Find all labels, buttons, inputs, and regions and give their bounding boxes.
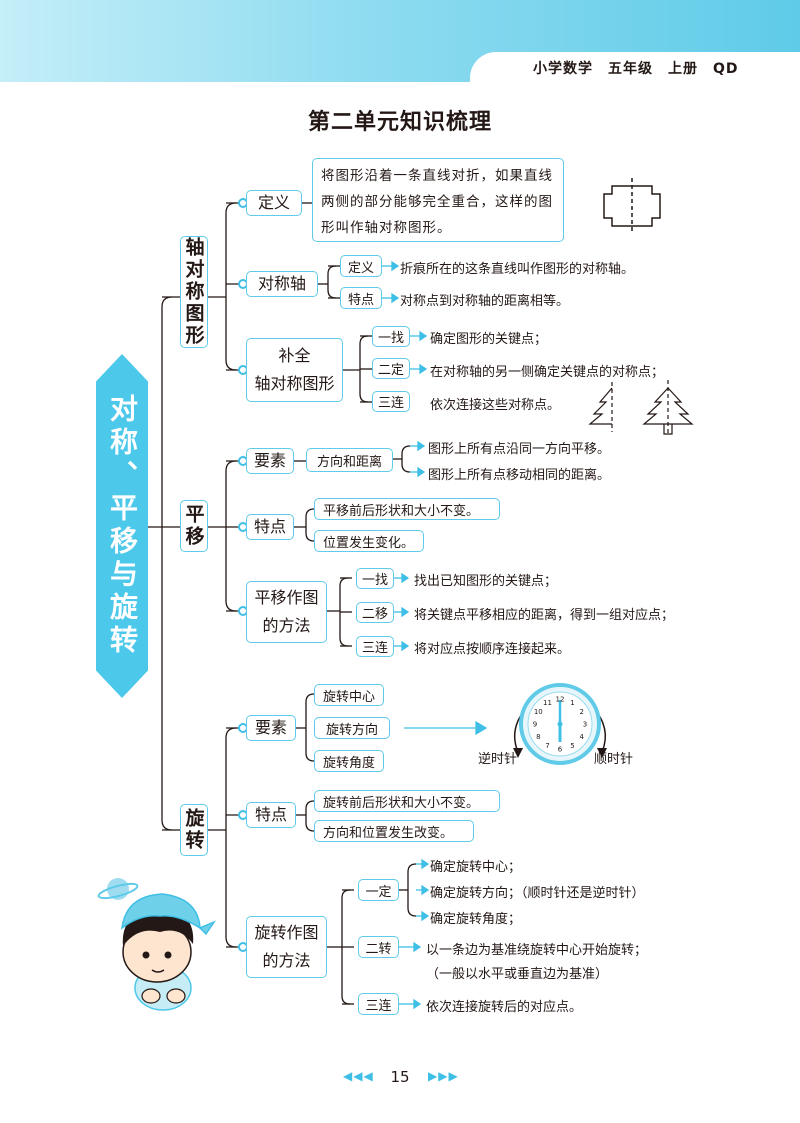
- rotation-feature-1: 旋转前后形状和大小不变。: [314, 790, 500, 812]
- translation-elements-tag: 方向和距离: [306, 448, 393, 472]
- cartoon-boy-icon: [121, 893, 217, 1011]
- clock-number: 4: [579, 733, 584, 741]
- translation-elements-label: 要素: [246, 448, 294, 474]
- translation-step-3-tag: 三连: [356, 636, 394, 657]
- clock-number: 12: [556, 696, 565, 704]
- header-subject: 小学数学 五年级 上册 QD: [533, 61, 739, 77]
- clock: [519, 683, 601, 765]
- rotation-elements-label: 要素: [246, 715, 296, 741]
- rotation-step-3-text: 依次连接旋转后的对应点。: [426, 1000, 583, 1015]
- translation-element-1: 图形上所有点沿同一方向平移。: [428, 442, 611, 457]
- clock-number: 6: [558, 746, 563, 754]
- axis-step-1-text: 确定图形的关键点；: [430, 332, 548, 347]
- clock-number: 2: [579, 708, 583, 716]
- clock-number: 10: [534, 708, 543, 716]
- symmetry-axis-definition-text: 折痕所在的这条直线叫作图形的对称轴。: [400, 262, 635, 277]
- clock-number: 7: [545, 742, 549, 750]
- header-bar: [0, 0, 800, 88]
- rotation-element-center: 旋转中心: [314, 684, 384, 706]
- category-axis-symmetry: 轴对称图形: [180, 236, 208, 348]
- axis-step-2-text: 在对称轴的另一侧确定关键点的对称点；: [430, 365, 665, 380]
- translation-step-1-text: 找出已知图形的关键点；: [414, 574, 558, 589]
- rotation-method-label: 旋转作图 的方法: [246, 916, 327, 978]
- translation-feature-2: 位置发生变化。: [314, 530, 424, 552]
- counterclockwise-label: 逆时针: [478, 752, 518, 767]
- symmetry-axis-feature-text: 对称点到对称轴的距离相等。: [400, 294, 570, 309]
- axis-step-3-text: 依次连接这些对称点。: [430, 398, 561, 413]
- symmetry-axis-feature-tag: 特点: [340, 287, 382, 309]
- clock-number: 8: [536, 733, 540, 741]
- clock-number: 1: [570, 699, 574, 707]
- clockwise-label: 顺时针: [594, 752, 634, 767]
- translation-step-2-text: 将关键点平移相应的距离，得到一组对应点；: [414, 608, 675, 623]
- clock-number: 11: [543, 699, 552, 707]
- page-number: 15: [390, 1068, 410, 1086]
- complete-symmetric-figure-label: 补全 轴对称图形: [246, 338, 343, 402]
- rotation-step-1-item-1: 确定旋转中心；: [430, 860, 522, 875]
- topic-title: 对称、平移与旋转: [106, 394, 139, 658]
- translation-step-2-tag: 二移: [356, 602, 394, 623]
- symmetry-axis-label: 对称轴: [246, 271, 318, 297]
- axis-step-3-tag: 三连: [372, 391, 410, 412]
- rotation-feature-2: 方向和位置发生改变。: [314, 820, 474, 842]
- axis-step-2-tag: 二定: [372, 358, 410, 379]
- category-rotation: 旋转: [180, 804, 208, 856]
- rotation-step-2-note: （一般以水平或垂直边为基准）: [426, 967, 609, 982]
- rotation-element-angle: 旋转角度: [314, 750, 384, 772]
- page-title: 第二单元知识梳理: [307, 110, 492, 135]
- rotation-step-2-tag: 二转: [358, 936, 399, 958]
- rotation-step-1-tag: 一定: [358, 879, 399, 901]
- translation-element-2: 图形上所有点移动相同的距离。: [428, 468, 611, 483]
- next-arrows-icon: ▶▶▶: [428, 1069, 459, 1083]
- planet-icon: [97, 878, 139, 900]
- symmetry-axis-definition-tag: 定义: [340, 255, 382, 277]
- previous-arrows-icon: ◀◀◀: [343, 1069, 374, 1083]
- header-curve: [470, 52, 800, 88]
- translation-features-label: 特点: [246, 514, 294, 540]
- rotation-step-3-tag: 三连: [358, 993, 399, 1015]
- translation-step-3-text: 将对应点按顺序连接起来。: [414, 642, 571, 657]
- rotation-step-1-item-2: 确定旋转方向；（顺时针还是逆时针）: [430, 886, 645, 901]
- rotation-element-direction: 旋转方向: [314, 717, 390, 739]
- rotation-step-2-text: 以一条边为基准绕旋转中心开始旋转；: [426, 943, 648, 958]
- translation-step-1-tag: 一找: [356, 568, 394, 589]
- clock-number: 3: [583, 721, 587, 729]
- category-translation: 平移: [180, 500, 208, 552]
- translation-method-label: 平移作图 的方法: [246, 581, 327, 643]
- translation-feature-1: 平移前后形状和大小不变。: [314, 498, 500, 520]
- axis-definition-text: 将图形沿着一条直线对折，如果直线两侧的部分能够完全重合，这样的图形叫作轴对称图形…: [312, 158, 564, 242]
- rotation-features-label: 特点: [246, 802, 296, 828]
- clock-number: 9: [533, 721, 537, 729]
- axis-definition-label: 定义: [246, 190, 302, 216]
- clock-number: 5: [570, 742, 574, 750]
- axis-step-1-tag: 一找: [372, 326, 410, 347]
- rotation-step-1-item-3: 确定旋转角度；: [430, 912, 522, 927]
- topic-banner: 对称、平移与旋转: [96, 354, 148, 698]
